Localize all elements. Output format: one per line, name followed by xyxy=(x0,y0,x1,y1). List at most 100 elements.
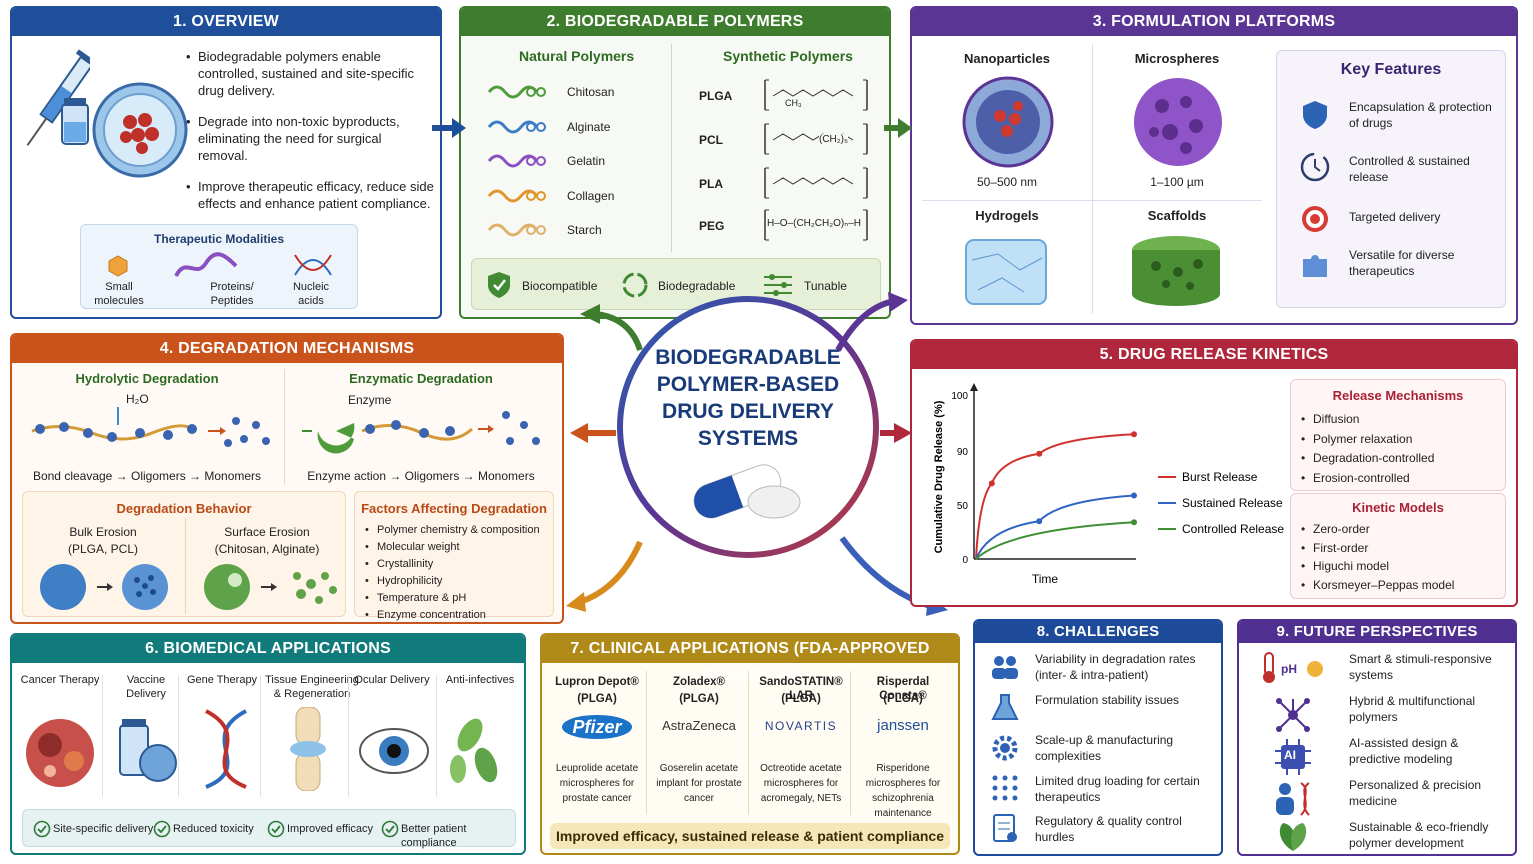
kinetic-model-item: Higuchi model xyxy=(1301,557,1501,576)
enzymatic-heading: Enzymatic Degradation xyxy=(349,371,493,386)
degradation-panel: 4. DEGRADATION MECHANISMS Hydrolytic Deg… xyxy=(10,333,564,624)
dots-icon xyxy=(992,775,1018,801)
benefit-label: Reduced toxicity xyxy=(173,823,254,835)
synthetic-polymer-name: PCL xyxy=(699,133,723,147)
kinetic-model-item: Korsmeyer–Peppas model xyxy=(1301,576,1501,595)
bulk-examples: (PLGA, PCL) xyxy=(67,542,139,556)
company-logo: AstraZeneca xyxy=(662,718,736,733)
kinetic-models-box: Kinetic Models Zero-orderFirst-orderHigu… xyxy=(1290,493,1506,599)
enzyme-label: Enzyme xyxy=(348,393,392,407)
shield-icon xyxy=(1303,101,1327,129)
capsule-pill-icon xyxy=(693,464,801,519)
protein-icon xyxy=(174,252,238,278)
product-name: Lupron Depot® xyxy=(555,676,639,688)
series-line-1 xyxy=(975,494,1135,560)
hydrolytic-flow: Bond cleavage → Oligomers → Monomers xyxy=(32,469,262,483)
x-axis-label: Time xyxy=(1032,572,1059,586)
peg-formula: H–O–(CH₂CH₂O)ₙ–H xyxy=(767,218,861,229)
key-feature: Versatile for diverse therapeutics xyxy=(1349,248,1455,278)
check-circle-icon xyxy=(153,820,171,838)
future-panel: 9. FUTURE PERSPECTIVES pH AI Smart & sti… xyxy=(1237,619,1517,856)
application-label: Tissue Engineering & Regeneration xyxy=(265,674,359,700)
network-icon xyxy=(1276,698,1310,732)
series-line-0 xyxy=(975,433,1135,560)
polymers-title: 2. BIODEGRADABLE POLYMERS xyxy=(461,8,889,36)
formulation-title: 3. FORMULATION PLATFORMS xyxy=(912,8,1516,36)
application-label: Anti-infectives xyxy=(445,674,515,686)
modality-label: Nucleic acids xyxy=(292,281,330,307)
surface-examples: (Chitosan, Alginate) xyxy=(214,542,320,556)
recycle-icon xyxy=(622,272,648,298)
legend-label: Burst Release xyxy=(1182,470,1258,484)
therapeutic-modalities-box: Therapeutic Modalities Small molecules P… xyxy=(80,224,358,309)
key-features-title: Key Features xyxy=(1340,61,1442,78)
y-tick-label: 50 xyxy=(957,501,969,512)
release-mechanisms-box: Release Mechanisms DiffusionPolymer rela… xyxy=(1290,379,1506,491)
degradation-behavior-box: Degradation Behavior Bulk Erosion (PLGA,… xyxy=(22,491,346,617)
key-features-box: Key Features Encapsulation & protection … xyxy=(1276,50,1506,308)
center-title-line: POLYMER-BASED xyxy=(656,373,840,396)
hydrolysis-diagram xyxy=(31,407,270,447)
clinical-title: 7. CLINICAL APPLICATIONS (FDA-APPROVED E… xyxy=(542,635,958,685)
legend-label: Controlled Release xyxy=(1182,522,1284,536)
polymer-features-bar: Biocompatible Biodegradable Tunable xyxy=(471,258,881,310)
bulk-erosion: Bulk Erosion xyxy=(69,525,137,539)
knee-joint-icon xyxy=(290,707,326,791)
shield-check-icon xyxy=(488,272,510,298)
surface-erosion-diagram xyxy=(204,564,337,610)
biomedical-title: 6. BIOMEDICAL APPLICATIONS xyxy=(12,635,524,663)
enzymatic-diagram xyxy=(302,411,540,454)
kinetics-title: 5. DRUG RELEASE KINETICS xyxy=(912,341,1516,369)
series-point xyxy=(988,480,995,487)
microspheres-label: Microspheres xyxy=(1134,51,1220,66)
product-polymer: (PLGA) xyxy=(577,693,617,705)
scaffolds-label: Scaffolds xyxy=(1147,208,1207,223)
factor-item: Polymer chemistry & composition xyxy=(365,522,551,539)
factor-item: Hydrophilicity xyxy=(365,573,551,590)
formulation-panel: 3. FORMULATION PLATFORMS Nanoparticles 5… xyxy=(910,6,1518,325)
overview-panel: 1. OVERVIEW Biodegradable polymers enabl… xyxy=(10,6,442,319)
legend-label: Sustained Release xyxy=(1182,496,1283,510)
mechanism-item: Polymer relaxation xyxy=(1301,430,1501,450)
check-circle-icon xyxy=(33,820,51,838)
leaf-icon xyxy=(1279,823,1307,851)
biomedical-panel: 6. BIOMEDICAL APPLICATIONS Site-specific… xyxy=(10,633,526,855)
ai-chip-icon xyxy=(1275,739,1311,775)
y-tick-label: 0 xyxy=(962,555,968,566)
plga-formula: CH₃ xyxy=(785,98,802,108)
key-feature: Controlled & sustained release xyxy=(1349,154,1470,184)
application-label: Vaccine Delivery xyxy=(126,674,166,700)
eye-icon xyxy=(359,728,429,774)
behavior-title: Degradation Behavior xyxy=(116,501,252,516)
future-title: 9. FUTURE PERSPECTIVES xyxy=(1239,621,1515,643)
synthetic-polymer-name: PLGA xyxy=(699,89,733,103)
natural-polymer-icon xyxy=(487,186,547,206)
product-description: Risperidone microspheres for schizophren… xyxy=(865,763,941,819)
syringe-vial-icon xyxy=(26,49,90,146)
nanoparticles-size: 50–500 nm xyxy=(976,175,1038,189)
thermometer-icon xyxy=(1263,652,1323,683)
product-name: Zoladex® xyxy=(673,676,725,688)
overview-title: 1. OVERVIEW xyxy=(12,8,440,36)
pcl-formula: (CH₂)₅ xyxy=(819,134,849,145)
overview-bullet: Degrade into non-toxic byproducts, elimi… xyxy=(186,113,434,164)
center-title-line: SYSTEMS xyxy=(697,427,799,450)
factor-item: Temperature & pH xyxy=(365,590,551,607)
factors-box: Factors Affecting Degradation Polymer ch… xyxy=(354,491,554,622)
factor-item: Crystallinity xyxy=(365,556,551,573)
natural-polymer-name: Chitosan xyxy=(567,85,615,99)
benefit-label: Site-specific delivery xyxy=(53,823,154,835)
factor-item: Enzyme concentration xyxy=(365,607,551,622)
target-icon xyxy=(1302,206,1328,232)
factors-title: Factors Affecting Degradation xyxy=(361,501,547,516)
product-polymer: (PLGA) xyxy=(781,693,821,705)
enzymatic-flow: Enzyme action → Oligomers → Monomers xyxy=(307,469,535,483)
vaccine-vial-icon xyxy=(119,719,177,782)
company-logo: janssen xyxy=(877,717,929,734)
natural-polymer-icon xyxy=(487,220,547,240)
mechanisms-title: Release Mechanisms xyxy=(1332,388,1464,403)
challenges-title: 8. CHALLENGES xyxy=(975,621,1221,643)
future-item: Sustainable & eco-friendly polymer devel… xyxy=(1349,820,1489,850)
clinical-panel: 7. CLINICAL APPLICATIONS (FDA-APPROVED E… xyxy=(540,633,960,855)
